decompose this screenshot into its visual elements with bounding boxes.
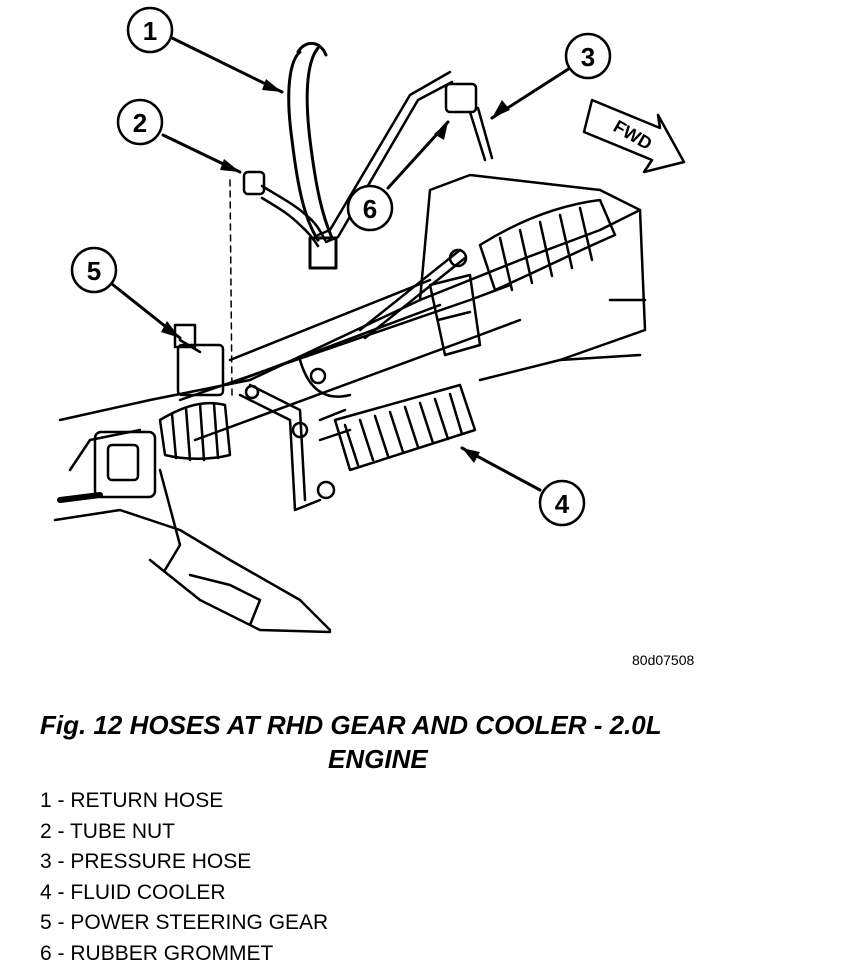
callout-number-5: 5: [87, 256, 101, 286]
legend-number: 6: [40, 941, 52, 965]
pressure-hose: [316, 70, 494, 340]
callout-number-4: 4: [555, 489, 570, 519]
callout-circle-4: [538, 479, 586, 527]
legend-number: 2: [40, 819, 52, 843]
legend-item: 6 - RUBBER GROMMET: [40, 941, 274, 965]
callout-number-3: 3: [581, 42, 595, 72]
dashed-guide: [229, 179, 233, 396]
lower-tubes: [238, 358, 352, 512]
legend-label: TUBE NUT: [69, 819, 175, 843]
legend-label: RUBBER GROMMET: [70, 941, 274, 965]
legend-item: 5 - POWER STEERING GEAR: [40, 911, 329, 934]
legend-label: RETURN HOSE: [70, 789, 224, 812]
caption-line-2: ENGINE: [328, 744, 428, 774]
tube-nut: [242, 170, 327, 248]
callout-circle-1: [126, 6, 174, 54]
legend-item: 1 - RETURN HOSE: [40, 789, 224, 812]
legend-number: 3: [40, 850, 52, 873]
legend-number: 5: [40, 911, 52, 934]
fwd-arrow-icon: [582, 98, 686, 174]
hoses-diagram: FWD 1 2 3: [53, 6, 686, 634]
legend-label: POWER STEERING GEAR: [70, 911, 329, 934]
leader-arrowheads: [161, 79, 510, 463]
fluid-cooler: [291, 383, 477, 500]
figure-code: 80d07508: [632, 652, 695, 668]
legend-number: 4: [40, 880, 52, 904]
subframe: [53, 173, 647, 634]
figure-caption: Fig. 12 HOSES AT RHD GEAR AND COOLER - 2…: [40, 708, 740, 776]
callout-circle-2: [116, 98, 164, 146]
power-steering-gear: [158, 198, 617, 462]
callout-number-1: 1: [143, 16, 157, 46]
legend-item: 4 - FLUID COOLER: [40, 880, 226, 904]
callout-circle-5: [70, 246, 118, 294]
legend-item: 2 - TUBE NUT: [40, 819, 175, 843]
callout-number-6: 6: [363, 194, 377, 224]
legend-number: 1: [40, 789, 52, 812]
legend-list: 1 - RETURN HOSE 2 - TUBE NUT 3 - PRESSUR…: [40, 786, 328, 969]
legend-label: FLUID COOLER: [70, 880, 226, 904]
legend-item: 3 - PRESSURE HOSE: [40, 850, 252, 873]
return-hose: [287, 41, 338, 270]
callout-number-2: 2: [133, 108, 147, 138]
caption-line-1: Fig. 12 HOSES AT RHD GEAR AND COOLER - 2…: [40, 710, 662, 740]
callout-circle-3: [564, 32, 612, 80]
legend-label: PRESSURE HOSE: [70, 850, 252, 873]
callout-circle-6: [346, 184, 394, 232]
